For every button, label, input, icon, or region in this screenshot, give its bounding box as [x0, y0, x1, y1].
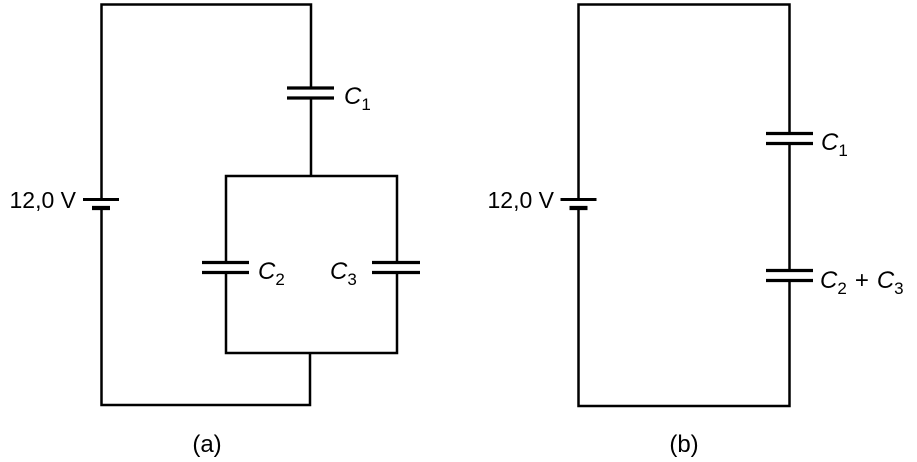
- c23-second-subscript-b: 3: [894, 279, 903, 298]
- c1-symbol-b: C: [821, 129, 839, 156]
- capacitor-c1-label-b: C1: [821, 129, 848, 160]
- wire-outer-bottom-a: [100, 208, 312, 407]
- parallel-box-upper-a: [224, 174, 399, 262]
- capacitor-c23-label-b: C2+C3: [820, 267, 904, 298]
- capacitor-c2-label-a: C2: [258, 258, 285, 289]
- battery-voltage-label-a: 12,0 V: [10, 187, 77, 213]
- caption-b: (b): [669, 431, 698, 458]
- c2-subscript-a: 2: [275, 270, 284, 289]
- wire-outer-top-b: [577, 3, 791, 199]
- wire-outer-top-a: [100, 3, 313, 199]
- c23-second-symbol-b: C: [877, 267, 895, 294]
- capacitor-c1-label-a: C1: [344, 83, 371, 114]
- caption-a: (a): [192, 431, 221, 458]
- c1-symbol-a: C: [344, 83, 362, 110]
- wire-outer-bottom-b: [577, 208, 791, 408]
- c23-first-symbol-b: C: [820, 267, 838, 294]
- circuit-b: 12,0 V C1 C2+C3 (b): [488, 3, 904, 458]
- c1-subscript-a: 1: [361, 95, 370, 114]
- c23-first-subscript-b: 2: [837, 279, 846, 298]
- parallel-box-lower-a: [224, 273, 399, 355]
- c3-subscript-a: 3: [347, 270, 356, 289]
- c3-symbol-a: C: [330, 258, 348, 285]
- battery-voltage-label-b: 12,0 V: [488, 187, 555, 213]
- circuit-a: 12,0 V C1 C2 C3 (a): [10, 3, 420, 458]
- c1-subscript-b: 1: [838, 141, 847, 160]
- c23-plus-operator-b: +: [855, 267, 869, 294]
- capacitor-c3-label-a: C3: [330, 258, 357, 289]
- c2-symbol-a: C: [258, 258, 276, 285]
